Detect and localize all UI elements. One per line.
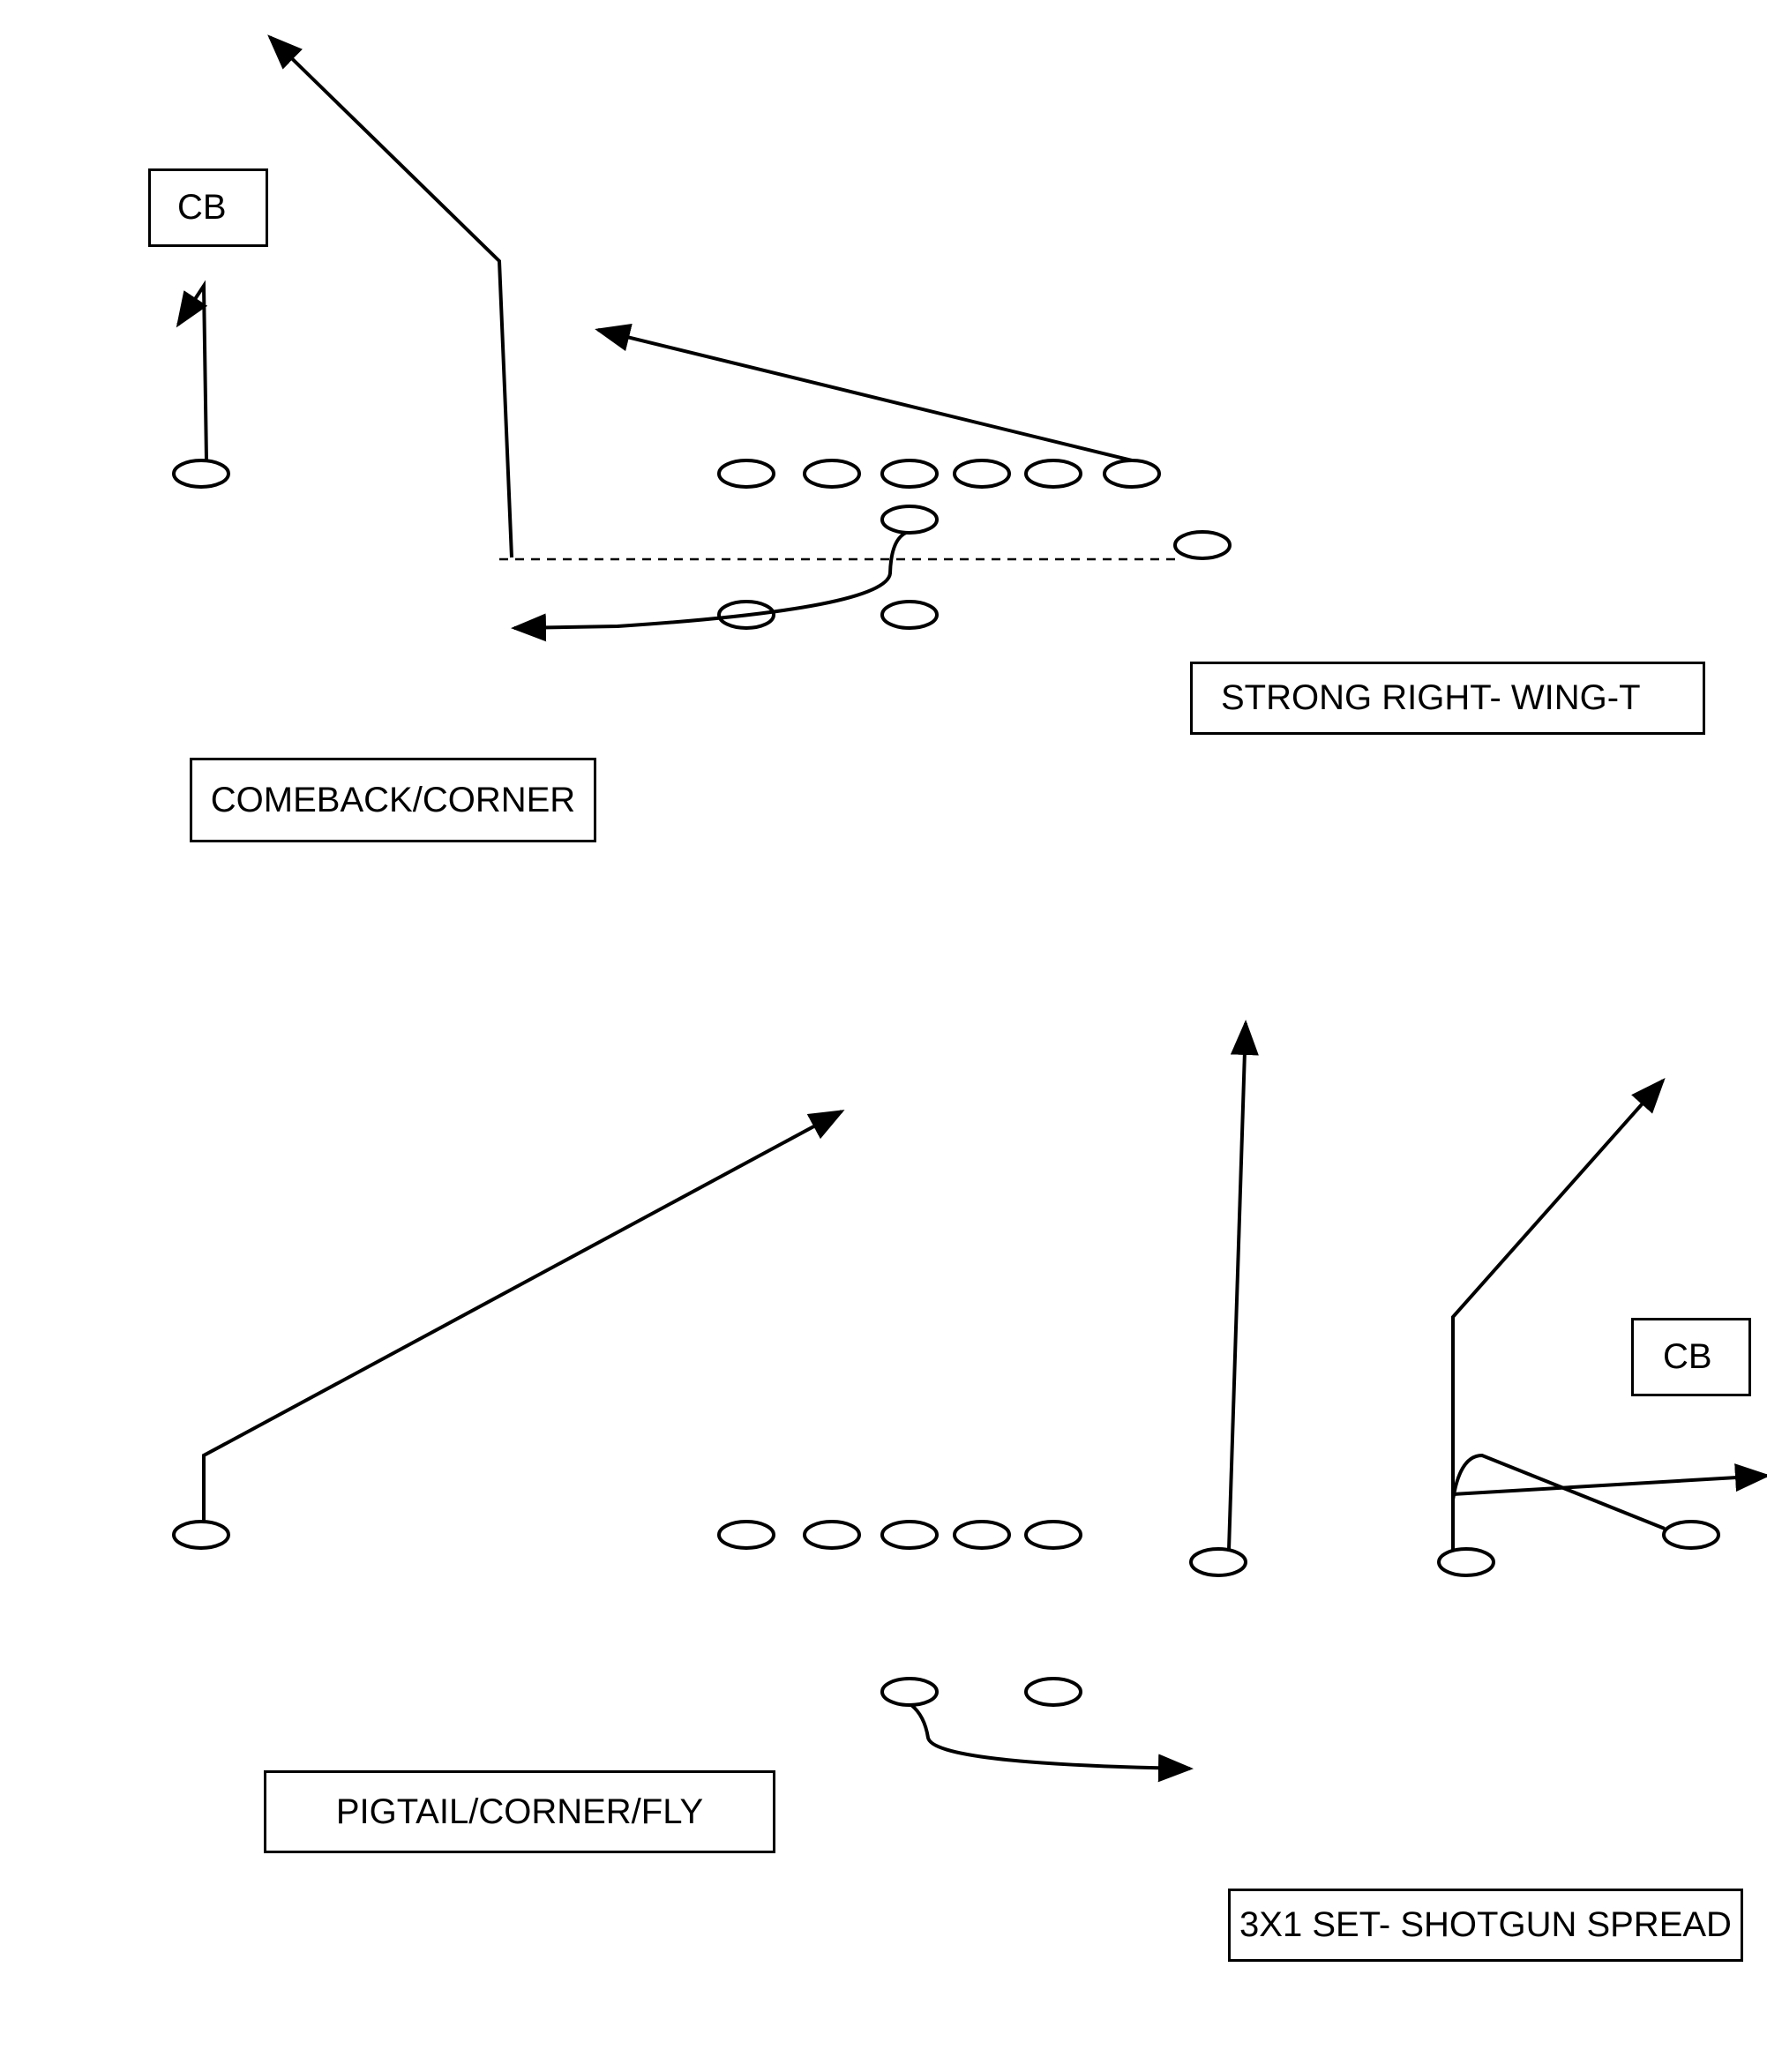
formation-label-play-2: 3X1 SET- SHOTGUN SPREAD: [1228, 1889, 1743, 1962]
lineman-2: [803, 459, 861, 489]
play-2: [172, 1020, 1767, 1783]
lineman-5: [1024, 1520, 1082, 1550]
play-name-label-text: PIGTAIL/CORNER/FLY: [335, 1791, 704, 1831]
tight-end-route: [595, 324, 1133, 462]
wingback: [1173, 530, 1232, 560]
fly-route: [1227, 1020, 1259, 1551]
left-corner-route: [202, 1110, 845, 1522]
tight-end: [1103, 459, 1161, 489]
cornerback-label-play-1: CB: [148, 168, 268, 247]
slot-receiver-inner: [1189, 1547, 1247, 1577]
lineman-center: [880, 459, 939, 489]
pigtail-flat-arrow: [1452, 1463, 1767, 1496]
fullback: [880, 600, 939, 630]
pigtail-route: [1451, 1453, 1666, 1530]
lineman-5: [1024, 459, 1082, 489]
play-name-label-play-2: PIGTAIL/CORNER/FLY: [264, 1770, 775, 1853]
formation-label-text: 3X1 SET- SHOTGUN SPREAD: [1239, 1905, 1732, 1944]
lineman-1: [717, 459, 775, 489]
quarterback: [880, 505, 939, 535]
lineman-1: [717, 1520, 775, 1550]
play-name-label-text: COMEBACK/CORNER: [210, 780, 576, 819]
quarterback-rollout-path: [511, 531, 908, 642]
lineman-center: [880, 1520, 939, 1550]
slot-corner-route: [1451, 1078, 1666, 1550]
running-back: [1024, 1677, 1082, 1707]
lineman-4: [953, 459, 1011, 489]
running-back-swing-route: [910, 1703, 1194, 1783]
cornerback-label-play-2: CB: [1631, 1318, 1751, 1396]
play-1: [172, 34, 1232, 642]
cornerback-label-text: CB: [177, 188, 227, 227]
play-name-label-play-1: COMEBACK/CORNER: [190, 758, 596, 842]
split-end-left: [172, 1520, 230, 1550]
shotgun-quarterback: [880, 1677, 939, 1707]
wide-receiver-right: [1662, 1520, 1720, 1550]
lineman-4: [953, 1520, 1011, 1550]
formation-label-text: STRONG RIGHT- WING-T: [1221, 678, 1641, 717]
wide-receiver-left: [172, 459, 230, 489]
corner-route: [267, 34, 513, 558]
formation-label-play-1: STRONG RIGHT- WING-T: [1190, 662, 1705, 735]
cornerback-label-text: CB: [1663, 1337, 1712, 1376]
slot-receiver-outer: [1437, 1547, 1495, 1577]
comeback-route: [176, 280, 208, 461]
lineman-2: [803, 1520, 861, 1550]
